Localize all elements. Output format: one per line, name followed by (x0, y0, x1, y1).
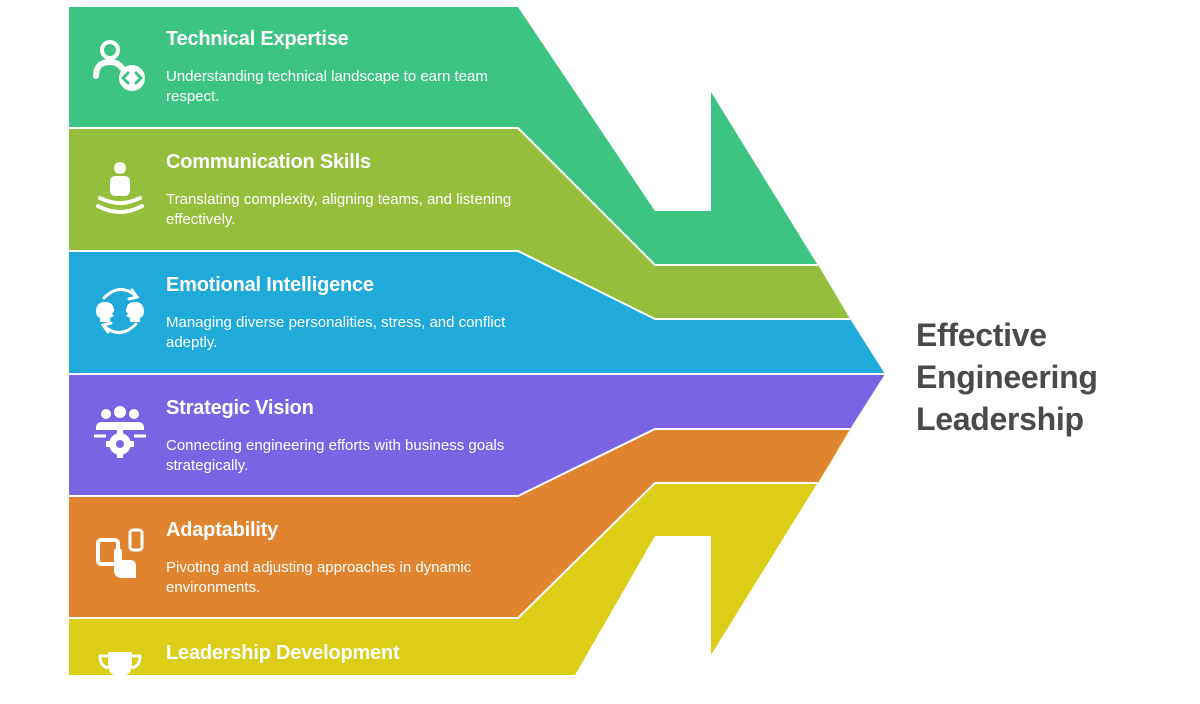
band-shape-leadership (69, 374, 885, 675)
band-title-technical: Technical Expertise (166, 28, 349, 50)
speaker-person-icon (96, 162, 144, 214)
band-separators (69, 127, 885, 619)
band-shape-emotional (69, 251, 885, 374)
team-gear-icon (94, 406, 146, 458)
band-desc-adaptability: Pivoting and adjusting approaches in dyn… (166, 559, 472, 596)
funnel-diagram: Technical Expertise Understanding techni… (69, 7, 1098, 675)
band-title-adaptability: Adaptability (166, 519, 279, 541)
band-title-communication: Communication Skills (166, 151, 371, 173)
band-desc-strategic: Connecting engineering efforts with busi… (166, 437, 505, 474)
exchange-heads-icon (96, 288, 144, 334)
band-title-emotional: Emotional Intelligence (166, 274, 374, 296)
funnel-shapes (69, 7, 885, 675)
developer-code-icon (93, 40, 145, 91)
band-shape-technical (69, 7, 885, 374)
band-shape-adaptability (69, 429, 850, 618)
devices-hand-icon (96, 528, 144, 578)
band-desc-communication: Translating complexity, aligning teams, … (166, 191, 512, 228)
outcome-label: Effective Engineering Leadership (916, 317, 1098, 437)
band-shape-communication (69, 128, 850, 319)
band-desc-emotional: Managing diverse personalities, stress, … (166, 314, 506, 351)
band-title-leadership: Leadership Development (166, 642, 400, 664)
band-desc-technical: Understanding technical landscape to ear… (166, 68, 488, 105)
trophy-icon (98, 652, 142, 690)
band-title-strategic: Strategic Vision (166, 397, 314, 419)
band-shape-strategic (69, 374, 885, 496)
